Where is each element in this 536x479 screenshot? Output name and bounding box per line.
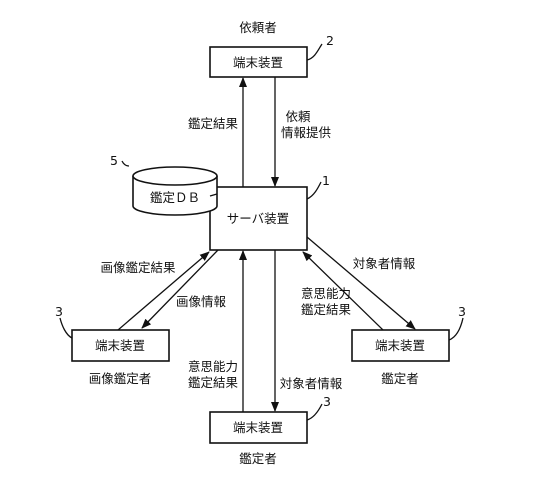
server-ref-leader: [306, 181, 322, 200]
appraisal-result-label: 鑑定結果: [188, 116, 239, 131]
requester-terminal-ref-leader: [306, 43, 323, 61]
appraiser-terminal-right-label: 端末装置: [375, 338, 425, 353]
appraiser-terminal-right-box: [351, 329, 450, 362]
appraiser-terminal-right-ref: 3: [458, 304, 466, 319]
appraiser-terminal-bottom-label: 端末装置: [233, 420, 283, 435]
requester-role-label: 依頼者: [239, 20, 277, 35]
db-ref-leader: [121, 160, 130, 167]
arrow-server-to-image-appraiser: [141, 249, 219, 329]
arrow-image-appraiser-to-server: [117, 251, 210, 331]
request-label-line2: 情報提供: [281, 125, 331, 140]
image-appraiser-terminal-ref: 3: [55, 304, 63, 319]
target-info-right-label: 対象者情報: [353, 256, 416, 271]
appraiser-bottom-ref-leader: [306, 403, 323, 421]
server-ref: 1: [322, 173, 330, 188]
appraiser-terminal-bottom-ref: 3: [323, 394, 331, 409]
mental-result-right-line2: 鑑定結果: [301, 302, 352, 317]
mental-result-bottom-line1: 意思能力: [188, 359, 238, 374]
requester-terminal-label: 端末装置: [233, 55, 283, 70]
image-info-label: 画像情報: [176, 294, 227, 309]
arrow-server-to-right-appraiser: [306, 236, 416, 330]
server-box: [209, 186, 308, 251]
server-db-connector: [209, 193, 218, 197]
image-appraiser-role-label: 画像鑑定者: [89, 371, 152, 386]
image-appraiser-terminal-label: 端末装置: [95, 338, 145, 353]
appraiser-right-role-label: 鑑定者: [381, 371, 419, 386]
appraiser-bottom-role-label: 鑑定者: [239, 451, 277, 466]
db-label: 鑑定ＤＢ: [150, 190, 200, 205]
appraiser-right-ref-leader: [448, 317, 464, 341]
server-label: サーバ装置: [227, 211, 289, 226]
mental-result-bottom-line2: 鑑定結果: [188, 375, 239, 390]
requester-terminal-ref: 2: [326, 33, 334, 48]
appraiser-terminal-bottom-box: [209, 411, 308, 444]
arrow-right-appraiser-to-server: [302, 251, 384, 331]
image-appraisal-result-label: 画像鑑定結果: [100, 260, 176, 275]
db-ref: 5: [110, 153, 118, 168]
db-cylinder: [132, 166, 218, 216]
requester-terminal-box: [209, 46, 308, 78]
request-label-line1: 依頼: [285, 109, 311, 124]
mental-result-right-line1: 意思能力: [301, 286, 351, 301]
image-appraiser-terminal-box: [71, 329, 170, 362]
target-info-bottom-label: 対象者情報: [280, 376, 343, 391]
image-appraiser-ref-leader: [59, 317, 73, 339]
